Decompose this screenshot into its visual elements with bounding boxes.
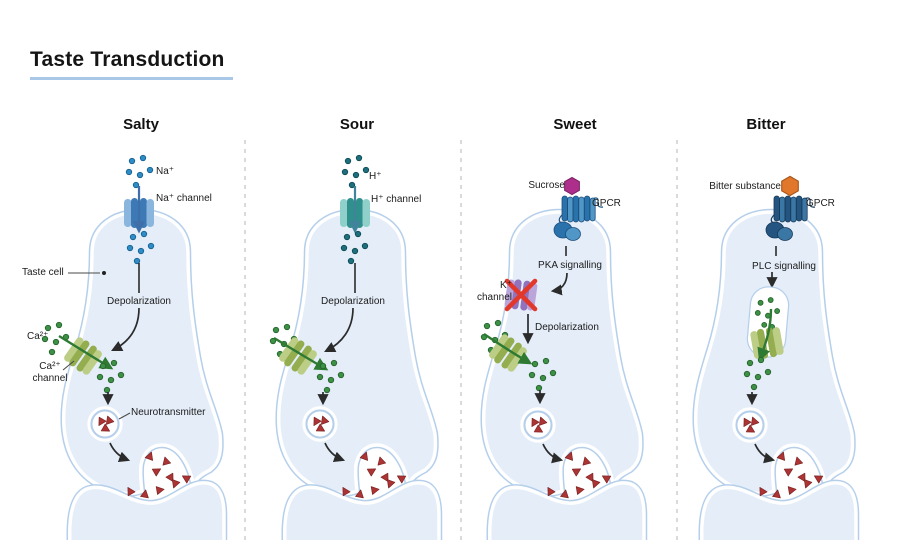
- sucrose-ligand-icon: [564, 176, 580, 196]
- vesicle: [304, 408, 336, 440]
- neurotransmitter-label: Neurotransmitter: [131, 407, 206, 418]
- salty-depolarization-label: Depolarization: [107, 296, 171, 307]
- calcium-channel-leader: [62, 360, 75, 371]
- potassium-channel-label-line1: K⁺: [500, 280, 512, 291]
- exocytosis-arrow: [754, 443, 776, 464]
- header-sour: Sour: [339, 116, 375, 133]
- potassium-channel-label: K⁺channel: [477, 280, 512, 303]
- salty-pathway: [42, 155, 224, 540]
- potassium-channel-label-line2: channel: [476, 291, 512, 303]
- bitter-ligand-icon: [781, 175, 799, 197]
- page-title: Taste Transduction: [30, 48, 225, 71]
- postsynaptic-cell: [70, 483, 224, 540]
- title-underline: [30, 77, 233, 80]
- taste-cell-body: [484, 212, 641, 493]
- sweet-depolarization-label: Depolarization: [535, 322, 599, 333]
- bitter-pathway: [696, 175, 856, 540]
- sour-channel-label: H⁺ channel: [371, 194, 422, 205]
- calcium-entry-arrow: [483, 333, 533, 365]
- taste-cell-label: Taste cell: [22, 267, 64, 278]
- calcium-channel-label-line1: Ca²⁺: [39, 361, 61, 372]
- sour-ion-label: H⁺: [369, 171, 382, 182]
- column-dividers: [244, 140, 678, 540]
- vesicle: [734, 409, 766, 441]
- calcium-entry-arrow: [58, 334, 114, 370]
- bitter-substance-label: Bitter substance: [709, 181, 781, 192]
- salty-ion-label: Na⁺: [156, 166, 175, 177]
- header-bitter: Bitter: [746, 116, 786, 133]
- depolarization-arrow: [111, 307, 140, 351]
- plc-signalling-label: PLC signalling: [752, 261, 816, 272]
- pka-arrow: [550, 272, 568, 296]
- vesicle: [522, 409, 554, 441]
- calcium-channel-label: Ca²⁺channel: [32, 361, 67, 384]
- neurotransmitter-leader: [118, 412, 131, 420]
- header-salty: Salty: [123, 116, 159, 133]
- depolarization-arrow: [324, 307, 354, 352]
- sodium-ions-outside: [126, 155, 153, 188]
- calcium-channel-label-line2: channel: [32, 372, 68, 384]
- pka-signalling-label: PKA signalling: [538, 260, 602, 271]
- postsynaptic-cell: [285, 483, 439, 540]
- sweet-gpcr-label: GPCR: [592, 198, 621, 209]
- sweet-pathway: [481, 176, 644, 540]
- sour-depolarization-label: Depolarization: [321, 296, 385, 307]
- calcium-ion-label: Ca²⁺: [27, 331, 49, 342]
- postsynaptic-cell: [702, 483, 856, 540]
- calcium-release-arrow: [757, 308, 773, 362]
- postsynaptic-cell: [490, 483, 644, 540]
- exocytosis-arrow: [542, 443, 564, 464]
- bitter-gpcr-label: GPCR: [806, 198, 835, 209]
- taste-cell-leader-dot: [102, 271, 106, 275]
- proton-ions-outside: [342, 155, 369, 188]
- salty-channel-label: Na⁺ channel: [156, 193, 212, 204]
- sour-pathway: [270, 155, 439, 540]
- header-sweet: Sweet: [553, 116, 597, 133]
- exocytosis-arrow: [324, 442, 346, 463]
- blocked-cross-icon: [504, 278, 538, 312]
- exocytosis-arrow: [109, 442, 131, 463]
- sucrose-label: Sucrose: [528, 180, 565, 191]
- vesicle: [89, 408, 121, 440]
